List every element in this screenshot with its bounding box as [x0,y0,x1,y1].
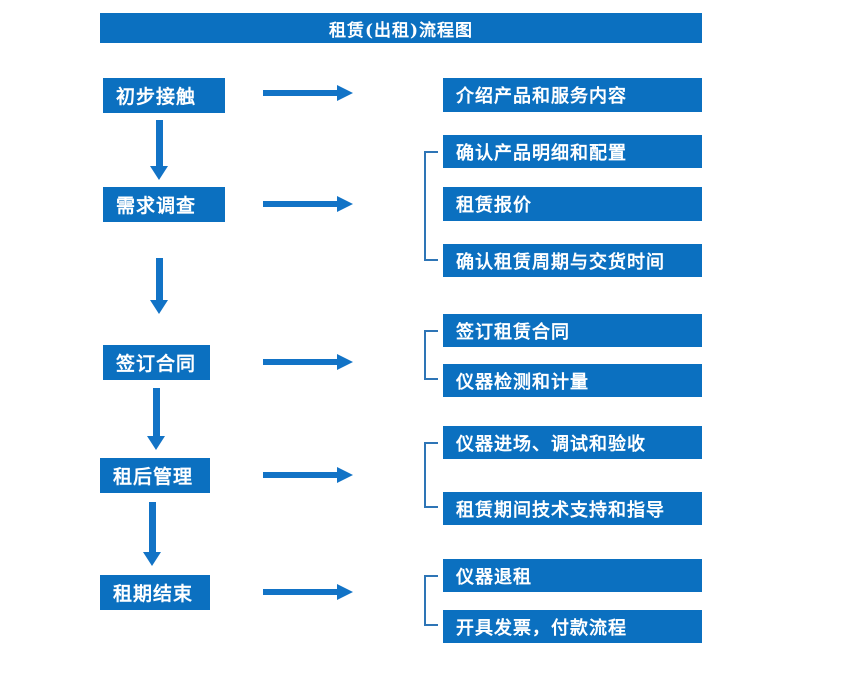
arrow-down-icon [150,258,168,314]
stage-box-initial-contact: 初步接触 [103,78,225,113]
arrow-head [150,300,168,314]
arrow-right-icon [263,584,353,600]
arrow-head [337,354,353,370]
stage-box-lease-end: 租期结束 [100,575,210,610]
arrow-shaft [263,589,337,595]
detail-box-technical-support-guidance: 租赁期间技术支持和指导 [443,492,702,525]
detail-box-confirm-lease-period-delivery: 确认租赁周期与交货时间 [443,244,702,277]
bracket-connector [424,442,438,508]
detail-box-instrument-return: 仪器退租 [443,559,702,592]
arrow-right-icon [263,354,353,370]
arrow-head [143,552,161,566]
arrow-right-icon [263,467,353,483]
arrow-shaft [152,388,160,436]
arrow-head [337,467,353,483]
arrow-down-icon [150,120,168,180]
arrow-shaft [148,502,156,552]
stage-box-post-lease-management: 租后管理 [100,458,210,493]
arrow-head [147,436,165,450]
bracket-connector [424,330,438,380]
arrow-right-icon [263,196,353,212]
arrow-right-icon [263,85,353,101]
arrow-shaft [155,258,163,300]
detail-box-confirm-product-details-config: 确认产品明细和配置 [443,135,702,168]
detail-box-instrument-entry-debug-acceptance: 仪器进场、调试和验收 [443,426,702,459]
arrow-shaft [263,201,337,207]
detail-box-instrument-inspection-metering: 仪器检测和计量 [443,364,702,397]
arrow-shaft [263,359,337,365]
bracket-connector [424,575,438,626]
stage-box-sign-contract: 签订合同 [103,345,210,380]
detail-box-invoice-payment-process: 开具发票，付款流程 [443,610,702,643]
arrow-down-icon [147,388,165,450]
arrow-head [337,584,353,600]
arrow-shaft [263,472,337,478]
arrow-head [150,166,168,180]
arrow-head [337,85,353,101]
detail-box-lease-quotation: 租赁报价 [443,187,702,221]
detail-box-introduce-products-services: 介绍产品和服务内容 [443,78,702,112]
arrow-head [337,196,353,212]
flowchart-title: 租赁(出租)流程图 [100,13,702,43]
arrow-shaft [155,120,163,166]
arrow-shaft [263,90,337,96]
detail-box-sign-lease-contract: 签订租赁合同 [443,314,702,347]
bracket-connector [424,151,438,261]
arrow-down-icon [143,502,161,566]
stage-box-demand-survey: 需求调查 [103,187,225,222]
